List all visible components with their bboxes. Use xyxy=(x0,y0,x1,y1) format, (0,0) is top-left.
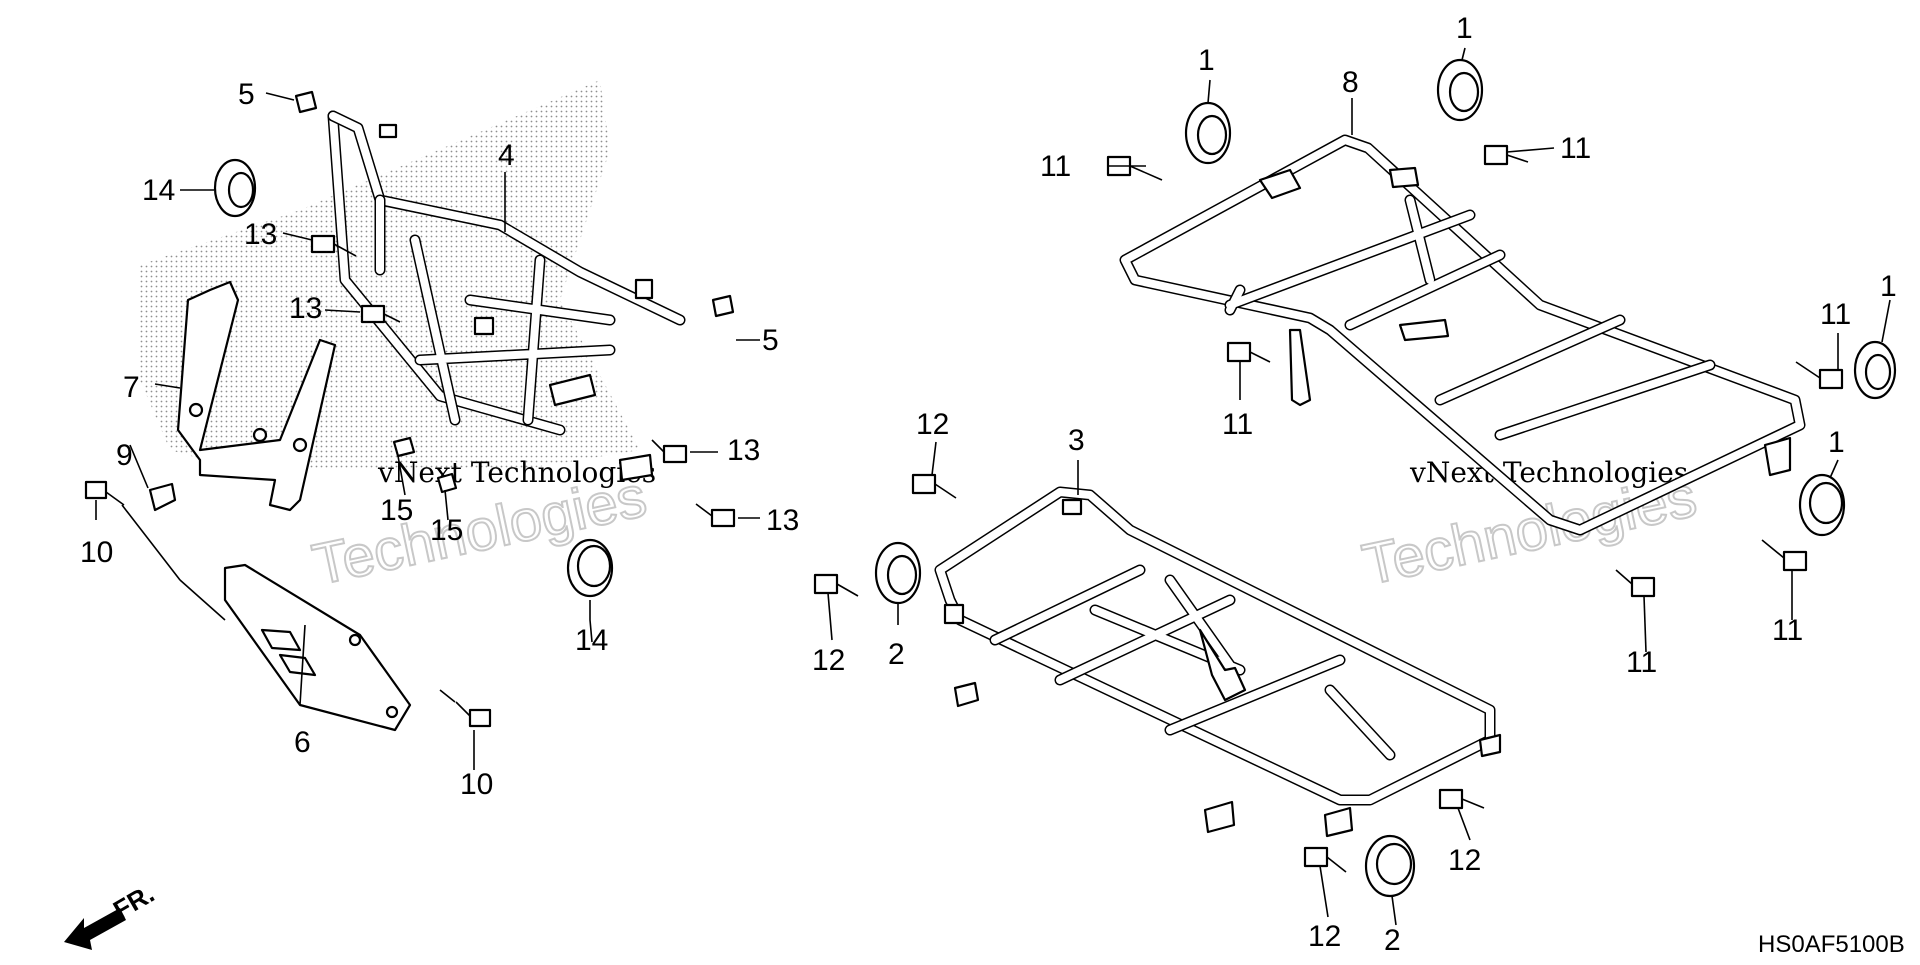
callout-11: 11 xyxy=(1040,150,1071,183)
callout-12: 12 xyxy=(916,408,949,441)
callout-6: 6 xyxy=(294,726,311,759)
callout-12: 12 xyxy=(1448,844,1481,877)
callout-1: 1 xyxy=(1880,270,1897,303)
callout-11: 11 xyxy=(1626,646,1657,679)
leader-lines xyxy=(95,47,1891,926)
svg-text:vNext Technologies: vNext Technologies xyxy=(1409,456,1688,489)
callout-15: 15 xyxy=(430,514,463,547)
callout-11: 11 xyxy=(1772,614,1803,647)
callout-labels: 5 5 14 14 13 13 13 13 4 7 9 10 10 6 15 1… xyxy=(80,12,1897,957)
callout-5: 5 xyxy=(762,324,779,357)
callout-13: 13 xyxy=(727,434,760,467)
callout-8: 8 xyxy=(1342,66,1359,99)
diagram-code: HS0AF5100B xyxy=(1758,931,1905,958)
front-carrier xyxy=(327,110,686,482)
callout-9: 9 xyxy=(116,439,133,472)
callout-4: 4 xyxy=(498,139,515,172)
callout-10: 10 xyxy=(460,768,493,801)
callout-11: 11 xyxy=(1222,408,1253,441)
fasteners xyxy=(84,58,1897,898)
callout-14: 14 xyxy=(575,624,608,657)
callout-13: 13 xyxy=(289,292,322,325)
callout-2: 2 xyxy=(888,638,905,671)
callout-11: 11 xyxy=(1820,298,1851,331)
direction-arrow-icon xyxy=(64,908,126,950)
callout-7: 7 xyxy=(123,371,140,404)
rear-carrier xyxy=(1119,134,1806,536)
skid-plate-6 xyxy=(223,563,412,732)
callout-12: 12 xyxy=(1308,920,1341,953)
callout-1: 1 xyxy=(1828,426,1845,459)
rear-basket xyxy=(934,486,1502,838)
front-direction-indicator: FR. xyxy=(64,878,159,950)
bracket-7 xyxy=(176,280,337,512)
callout-13: 13 xyxy=(244,218,277,251)
callout-13: 13 xyxy=(766,504,799,537)
callout-5: 5 xyxy=(238,78,255,111)
svg-text:vNext Technologies: vNext Technologies xyxy=(377,456,656,489)
callout-15: 15 xyxy=(380,494,413,527)
callout-12: 12 xyxy=(812,644,845,677)
watermark: Technologies Technologies vNext Technolo… xyxy=(306,456,1703,599)
callout-1: 1 xyxy=(1456,12,1473,45)
callout-14: 14 xyxy=(142,174,175,207)
callout-1: 1 xyxy=(1198,44,1215,77)
callout-2: 2 xyxy=(1384,924,1401,957)
callout-11: 11 xyxy=(1560,132,1591,165)
callout-10: 10 xyxy=(80,536,113,569)
callout-3: 3 xyxy=(1068,424,1085,457)
shading-area xyxy=(140,80,640,470)
